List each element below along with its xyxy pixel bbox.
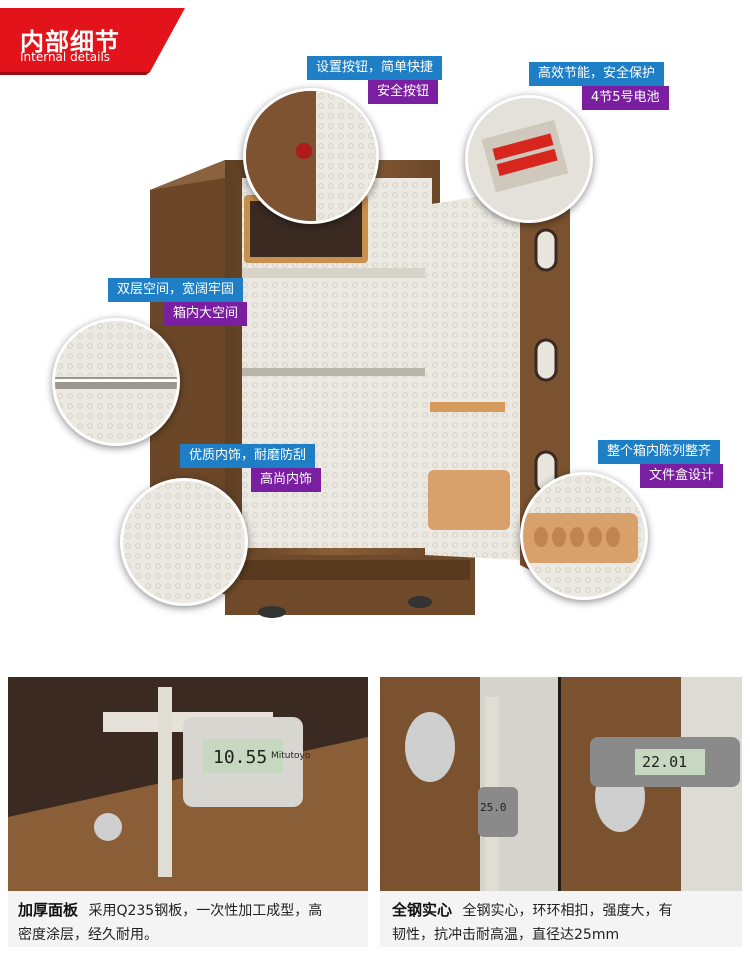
- section-subtitle: Internal details: [20, 50, 111, 64]
- caliper-brand-left: Mitutoyo: [271, 751, 311, 761]
- callout-filebox-line2: 文件盒设计: [640, 464, 724, 488]
- callout-button-line1: 设置按钮，简单快捷: [307, 56, 443, 80]
- caliper-reading-left: 10.55: [213, 747, 268, 768]
- solid-steel-photo: 25.0 22.01 全钢实心 全钢实心，环环相扣，强度大，有 韧性，抗冲击耐高…: [380, 677, 742, 947]
- safe-illustration: [150, 160, 570, 618]
- callout-space-line2: 箱内大空间: [164, 302, 248, 326]
- magnifier-button-detail: [243, 88, 379, 224]
- callout-filebox-line1: 整个箱内陈列整齐: [598, 440, 721, 464]
- caption-left-line1: 采用Q235钢板，一次性加工成型，高: [88, 903, 323, 919]
- caption-box-right: [380, 891, 742, 947]
- caption-right-line1: 全钢实心，环环相扣，强度大，有: [462, 903, 673, 919]
- caption-left-bold: 加厚面板: [18, 901, 79, 919]
- callout-lining-line1: 优质内饰，耐磨防刮: [180, 444, 316, 468]
- magnifier-lining-detail: [120, 478, 248, 606]
- magnifier-battery-detail: [465, 95, 593, 223]
- caption-right: 全钢实心 全钢实心，环环相扣，强度大，有 韧性，抗冲击耐高温，直径达25mm: [392, 898, 737, 947]
- callout-lining-line2: 高尚内饰: [251, 468, 322, 492]
- magnifier-shelf-detail: [52, 318, 180, 446]
- caption-right-line2: 韧性，抗冲击耐高温，直径达25mm: [392, 927, 620, 943]
- callout-space-line1: 双层空间，宽阔牢固: [108, 278, 244, 302]
- callout-battery-line2: 4节5号电池: [582, 86, 669, 110]
- thick-panel-photo: Mitutoyo 10.55 加厚面板 采用Q235钢板，一次性加工成型，高 密…: [8, 677, 368, 947]
- magnifier-file-box-detail: [520, 472, 648, 600]
- caption-left: 加厚面板 采用Q235钢板，一次性加工成型，高 密度涂层，经久耐用。: [18, 898, 363, 947]
- caption-left-line2: 密度涂层，经久耐用。: [18, 927, 158, 943]
- caption-right-bold: 全钢实心: [392, 901, 453, 919]
- caliper-reading-right-1: 25.0: [480, 801, 507, 814]
- callout-button-line2: 安全按钮: [368, 80, 439, 104]
- callout-battery-line1: 高效节能，安全保护: [529, 62, 665, 86]
- caption-box-left: [8, 891, 368, 947]
- header-ribbon: [0, 8, 185, 75]
- section-title: 内部细节: [20, 28, 120, 56]
- caliper-reading-right-2: 22.01: [642, 753, 688, 771]
